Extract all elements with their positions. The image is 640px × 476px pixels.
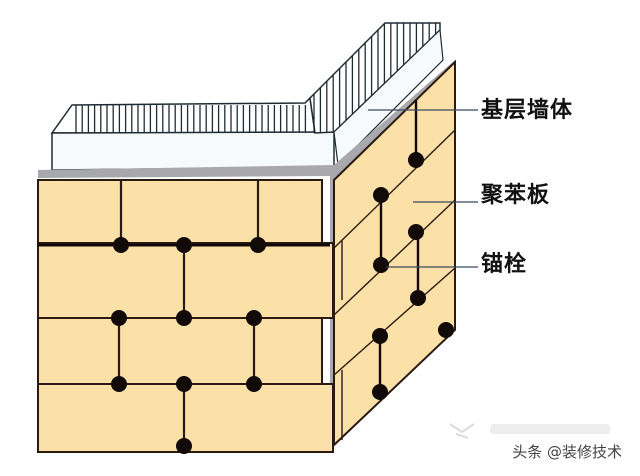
side-face bbox=[333, 59, 456, 448]
leader-lines bbox=[368, 109, 478, 268]
anchor-dot bbox=[373, 187, 389, 203]
anchor-dot bbox=[176, 310, 192, 326]
anchor-dot bbox=[111, 376, 127, 392]
anchor-dot bbox=[372, 384, 388, 400]
label-eps-board: 聚苯板 bbox=[481, 182, 551, 208]
anchor-dot bbox=[111, 310, 127, 326]
anchor-dot bbox=[408, 224, 424, 240]
anchor-dot bbox=[246, 376, 262, 392]
anchor-dot bbox=[176, 376, 192, 392]
anchor-dot bbox=[246, 310, 262, 326]
watermark-logo-icon bbox=[449, 423, 475, 439]
anchor-dot bbox=[408, 152, 424, 168]
anchor-bolts bbox=[111, 152, 454, 454]
base-wall bbox=[50, 22, 444, 171]
watermark-blurred-text bbox=[490, 424, 610, 434]
front-face bbox=[37, 179, 334, 453]
label-base-wall: 基层墙体 bbox=[481, 97, 574, 123]
label-anchor-bolt: 锚栓 bbox=[481, 251, 528, 277]
anchor-dot bbox=[410, 290, 426, 306]
anchor-dot bbox=[438, 322, 454, 338]
anchor-dot bbox=[250, 237, 266, 253]
anchor-dot bbox=[373, 257, 389, 273]
anchor-dot bbox=[176, 438, 192, 454]
watermark: 头条 @装修技术 bbox=[512, 443, 622, 461]
anchor-dot bbox=[113, 237, 129, 253]
anchor-dot bbox=[372, 328, 388, 344]
anchor-dot bbox=[176, 237, 192, 253]
